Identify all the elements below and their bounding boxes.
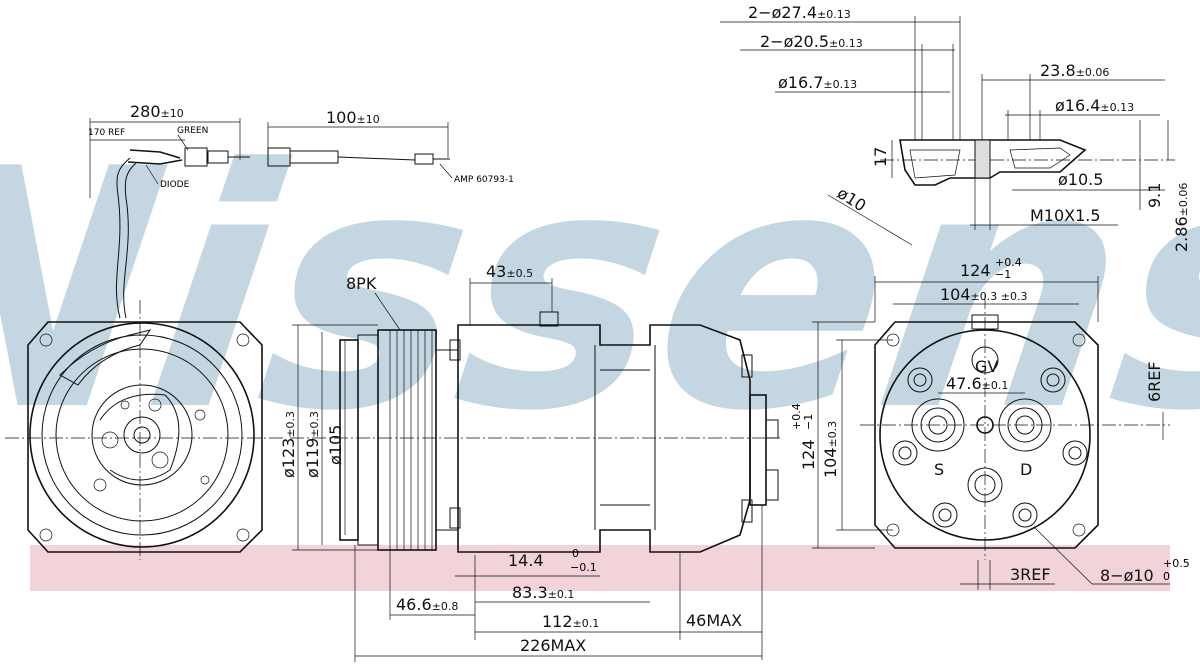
label-8pk: 8PK [346, 274, 377, 293]
dim-9-1: 9.1 [1145, 183, 1164, 208]
dim-3ref: 3REF [1010, 565, 1051, 584]
dim-2-d27-4: 2−ø27.4 [748, 3, 817, 22]
label-green: GREEN [177, 126, 208, 136]
dim-83-3: 83.3 [512, 583, 548, 602]
dim-43: 43 [486, 262, 506, 281]
svg-text:+0.4: +0.4 [995, 256, 1022, 269]
svg-text:0: 0 [572, 547, 579, 560]
svg-text:2−ø20.5±0.13: 2−ø20.5±0.13 [760, 32, 863, 51]
dim-23-8: 23.8 [1040, 61, 1076, 80]
svg-text:2.86±0.06: 2.86±0.06 [1172, 183, 1191, 252]
dim-d16-4: ø16.4 [1055, 96, 1100, 115]
svg-text:104±0.3 ±0.3: 104±0.3 ±0.3 [940, 285, 1027, 304]
svg-text:112±0.1: 112±0.1 [542, 612, 599, 631]
fitting-detail: 2−ø27.4±0.13 2−ø20.5±0.13 ø16.7±0.13 23.… [720, 3, 1191, 252]
svg-text:−0.1: −0.1 [570, 561, 597, 574]
svg-text:43±0.5: 43±0.5 [486, 262, 533, 281]
dim-8-holes: 8−ø10 [1100, 566, 1154, 585]
label-gv: GV [975, 357, 998, 376]
svg-text:−1: −1 [995, 268, 1011, 281]
svg-text:0: 0 [1163, 570, 1170, 583]
dim-17: 17 [871, 147, 890, 167]
svg-text:2−ø27.4±0.13: 2−ø27.4±0.13 [748, 3, 851, 22]
label-s: S [934, 460, 944, 479]
dim-14-4: 14.4 [508, 551, 544, 570]
dim-h124: 124 [799, 439, 818, 470]
dim-2-86: 2.86 [1172, 216, 1191, 252]
dim-d105: ø105 [326, 425, 345, 465]
svg-text:47.6±0.1: 47.6±0.1 [946, 374, 1008, 393]
dim-6ref: 6REF [1145, 361, 1164, 402]
svg-text:+0.4: +0.4 [790, 403, 803, 430]
svg-text:83.3±0.1: 83.3±0.1 [512, 583, 574, 602]
svg-text:23.8±0.06: 23.8±0.06 [1040, 61, 1109, 80]
label-diode: DIODE [160, 180, 190, 190]
svg-text:100±10: 100±10 [326, 108, 380, 127]
label-d: D [1020, 460, 1032, 479]
dim-112: 112 [542, 612, 573, 631]
dim-m10x1-5: M10X1.5 [1030, 206, 1101, 225]
front-view [5, 300, 285, 560]
side-view: 8PK 43±0.5 ø123±0.3 ø119±0.3 ø105 14.4 0… [279, 262, 780, 662]
svg-text:ø16.4±0.13: ø16.4±0.13 [1055, 96, 1134, 115]
dim-226max: 226MAX [520, 636, 586, 655]
svg-text:+0.5: +0.5 [1163, 557, 1190, 570]
ref-170: 170 REF [88, 128, 125, 138]
svg-text:280±10: 280±10 [130, 102, 184, 121]
dim-280: 280 [130, 102, 161, 121]
dim-d123: ø123 [279, 438, 298, 478]
dim-w124: 124 [960, 261, 991, 280]
svg-text:46.6±0.8: 46.6±0.8 [396, 595, 458, 614]
svg-text:−1: −1 [802, 414, 815, 430]
dim-d10-5: ø10.5 [1058, 170, 1103, 189]
dim-47-6: 47.6 [946, 374, 982, 393]
svg-text:ø119±0.3: ø119±0.3 [303, 411, 322, 478]
dim-46-6: 46.6 [396, 595, 432, 614]
svg-text:ø16.7±0.13: ø16.7±0.13 [778, 73, 857, 92]
label-amp: AMP 60793-1 [454, 175, 514, 185]
rear-view: GV S D 124 +0.4 −1 104±0.3 ±0.3 124 +0.4… [790, 256, 1190, 590]
cable-assembly: 280±10 170 REF GREEN DIODE 100±10 AMP 60… [88, 102, 514, 319]
dim-h104: 104 [821, 447, 840, 478]
svg-text:ø123±0.3: ø123±0.3 [279, 411, 298, 478]
dim-d119: ø119 [303, 438, 322, 478]
dim-2-d20-5: 2−ø20.5 [760, 32, 829, 51]
dim-w104: 104 [940, 285, 971, 304]
dim-100: 100 [326, 108, 357, 127]
dim-46max: 46MAX [686, 611, 742, 630]
dim-d16-7: ø16.7 [778, 73, 823, 92]
svg-text:104±0.3: 104±0.3 [821, 421, 840, 478]
